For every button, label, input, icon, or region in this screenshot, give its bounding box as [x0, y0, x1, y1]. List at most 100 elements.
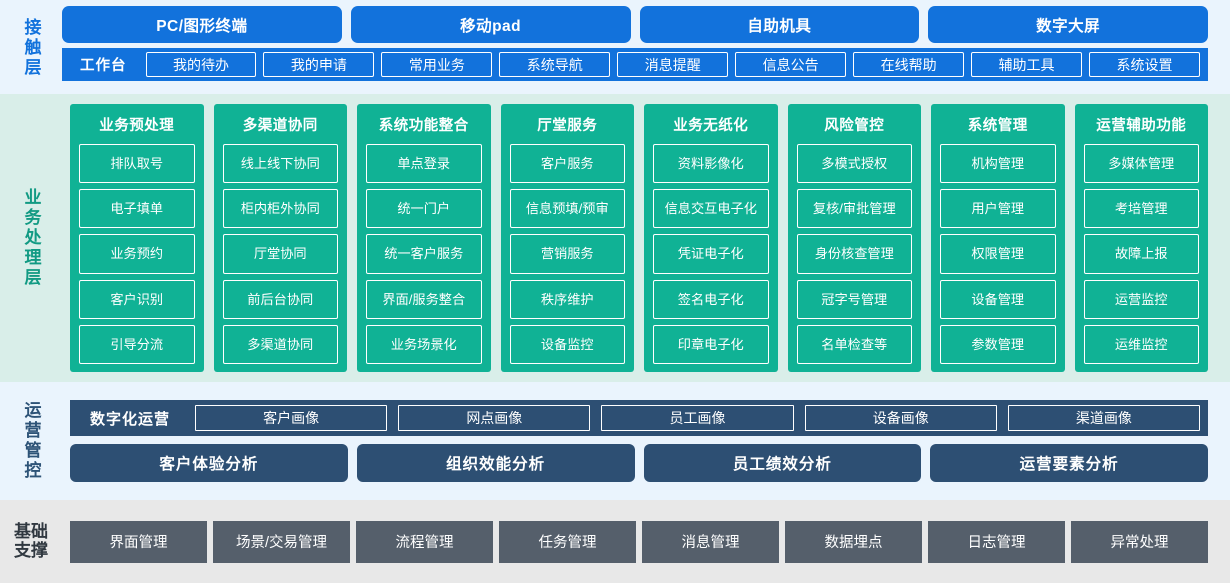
business-item[interactable]: 资料影像化: [653, 144, 769, 184]
business-item[interactable]: 引导分流: [79, 324, 195, 365]
layer-business-label: 业务处理层: [0, 100, 62, 376]
business-column-system-management: 系统管理 机构管理 用户管理 权限管理 设备管理 参数管理: [931, 104, 1065, 372]
foundation-card-scenario-transaction-management[interactable]: 场景/交易管理: [213, 520, 350, 563]
business-item[interactable]: 客户服务: [509, 144, 625, 184]
layer-contact-body: PC/图形终端 移动pad 自助机具 数字大屏 工作台 我的待办 我的申请 常用…: [62, 6, 1230, 90]
business-item[interactable]: 运营监控: [1083, 279, 1199, 319]
layer-foundation-label: 基础 支撑: [0, 506, 62, 577]
business-item[interactable]: 考培管理: [1083, 189, 1199, 229]
business-item[interactable]: 复核/审批管理: [796, 189, 912, 229]
layer-business: 业务处理层 业务预处理 排队取号 电子填单 业务预约 客户识别 引导分流 多渠道…: [0, 94, 1230, 382]
business-item[interactable]: 用户管理: [940, 189, 1056, 229]
business-item[interactable]: 柜内柜外协同: [222, 189, 338, 229]
business-column-paperless: 业务无纸化 资料影像化 信息交互电子化 凭证电子化 签名电子化 印章电子化: [644, 104, 778, 372]
business-column-risk-control: 风险管控 多模式授权 复核/审批管理 身份核查管理 冠字号管理 名单检查等: [787, 104, 921, 372]
analysis-card-organization-efficiency[interactable]: 组织效能分析: [356, 444, 635, 482]
business-item[interactable]: 身份核查管理: [796, 234, 912, 274]
channel-button-digital-screen[interactable]: 数字大屏: [928, 6, 1208, 43]
business-column-title: 业务预处理: [99, 118, 175, 134]
business-item[interactable]: 参数管理: [940, 324, 1056, 365]
layer-operations-body: 数字化运营 客户画像 网点画像 员工画像 设备画像 渠道画像 客户体验分析 组织…: [62, 388, 1230, 494]
foundation-card-task-management[interactable]: 任务管理: [499, 520, 636, 563]
ops-profile-channel[interactable]: 渠道画像: [1007, 405, 1201, 431]
layer-foundation-label-text: 基础 支撑: [14, 522, 48, 560]
analysis-card-employee-performance[interactable]: 员工绩效分析: [643, 444, 922, 482]
business-item[interactable]: 统一门户: [366, 189, 482, 229]
layer-contact: 接触层 PC/图形终端 移动pad 自助机具 数字大屏 工作台 我的待办 我的申…: [0, 0, 1230, 94]
business-item[interactable]: 机构管理: [940, 144, 1056, 184]
business-column-title: 运营辅助功能: [1096, 118, 1187, 134]
business-item[interactable]: 印章电子化: [653, 324, 769, 365]
nav-item-message-reminder[interactable]: 消息提醒: [617, 52, 729, 77]
business-item[interactable]: 线上线下协同: [222, 144, 338, 184]
analysis-card-customer-experience[interactable]: 客户体验分析: [70, 444, 348, 482]
business-item[interactable]: 业务场景化: [366, 324, 482, 365]
nav-item-announcement[interactable]: 信息公告: [735, 52, 847, 77]
business-column-title: 业务无纸化: [673, 118, 749, 134]
foundation-card-log-management[interactable]: 日志管理: [928, 520, 1065, 563]
channel-button-self-service[interactable]: 自助机具: [639, 6, 920, 43]
nav-item-my-application[interactable]: 我的申请: [263, 52, 375, 77]
nav-item-utilities[interactable]: 辅助工具: [971, 52, 1082, 77]
layer-operations-label: 运营管控: [0, 388, 62, 494]
layer-foundation-label-line2: 支撑: [14, 540, 48, 560]
nav-item-common-business[interactable]: 常用业务: [381, 52, 493, 77]
business-item[interactable]: 排队取号: [79, 144, 195, 184]
business-item[interactable]: 单点登录: [366, 144, 482, 184]
workbench-nav-bar: 工作台 我的待办 我的申请 常用业务 系统导航 消息提醒 信息公告 在线帮助 辅…: [62, 48, 1208, 81]
nav-item-my-todo[interactable]: 我的待办: [145, 52, 257, 77]
business-item[interactable]: 签名电子化: [653, 279, 769, 319]
business-item[interactable]: 凭证电子化: [653, 234, 769, 274]
ops-profile-employee[interactable]: 员工画像: [601, 405, 794, 431]
business-item[interactable]: 多媒体管理: [1083, 144, 1199, 184]
nav-item-system-settings[interactable]: 系统设置: [1089, 52, 1200, 77]
channel-button-pc[interactable]: PC/图形终端: [62, 6, 342, 43]
business-item[interactable]: 电子填单: [79, 189, 195, 229]
business-item[interactable]: 名单检查等: [796, 324, 912, 365]
business-item[interactable]: 多渠道协同: [222, 324, 338, 365]
layer-business-label-text: 业务处理层: [21, 188, 41, 288]
business-item[interactable]: 业务预约: [79, 234, 195, 274]
layer-business-body: 业务预处理 排队取号 电子填单 业务预约 客户识别 引导分流 多渠道协同 线上线…: [62, 100, 1230, 376]
ops-profile-device[interactable]: 设备画像: [804, 405, 997, 431]
nav-item-online-help[interactable]: 在线帮助: [853, 52, 965, 77]
business-item[interactable]: 故障上报: [1083, 234, 1199, 274]
analysis-card-operation-elements[interactable]: 运营要素分析: [930, 444, 1208, 482]
business-item[interactable]: 信息交互电子化: [653, 189, 769, 229]
foundation-card-row: 界面管理 场景/交易管理 流程管理 任务管理 消息管理 数据埋点 日志管理 异常…: [70, 520, 1208, 563]
business-item[interactable]: 权限管理: [940, 234, 1056, 274]
business-item[interactable]: 运维监控: [1083, 324, 1199, 365]
channel-button-mobile-pad[interactable]: 移动pad: [350, 6, 631, 43]
foundation-card-message-management[interactable]: 消息管理: [642, 520, 779, 563]
foundation-card-exception-handling[interactable]: 异常处理: [1071, 520, 1208, 563]
business-item[interactable]: 信息预填/预审: [509, 189, 625, 229]
ops-profile-customer[interactable]: 客户画像: [195, 405, 388, 431]
layer-contact-label-text: 接触层: [21, 18, 41, 78]
business-item[interactable]: 客户识别: [79, 279, 195, 319]
nav-item-system-navigation[interactable]: 系统导航: [499, 52, 611, 77]
business-column-title: 厅堂服务: [537, 118, 598, 134]
business-item[interactable]: 秩序维护: [509, 279, 625, 319]
business-item[interactable]: 界面/服务整合: [366, 279, 482, 319]
business-item[interactable]: 营销服务: [509, 234, 625, 274]
business-column-title: 风险管控: [824, 118, 885, 134]
business-item[interactable]: 厅堂协同: [222, 234, 338, 274]
business-item[interactable]: 前后台协同: [222, 279, 338, 319]
business-item[interactable]: 多模式授权: [796, 144, 912, 184]
layer-operations: 运营管控 数字化运营 客户画像 网点画像 员工画像 设备画像 渠道画像 客户体验…: [0, 382, 1230, 500]
layer-operations-label-text: 运营管控: [21, 401, 41, 481]
layer-contact-label: 接触层: [0, 6, 62, 90]
business-item[interactable]: 设备监控: [509, 324, 625, 365]
ops-profile-branch[interactable]: 网点画像: [398, 405, 591, 431]
business-item[interactable]: 设备管理: [940, 279, 1056, 319]
foundation-card-ui-management[interactable]: 界面管理: [70, 520, 207, 563]
layer-foundation-body: 界面管理 场景/交易管理 流程管理 任务管理 消息管理 数据埋点 日志管理 异常…: [62, 506, 1230, 577]
business-column-lobby-service: 厅堂服务 客户服务 信息预填/预审 营销服务 秩序维护 设备监控: [500, 104, 634, 372]
foundation-card-data-tracking[interactable]: 数据埋点: [785, 520, 922, 563]
business-column-title: 系统功能整合: [378, 118, 469, 134]
business-item[interactable]: 统一客户服务: [366, 234, 482, 274]
digital-operations-bar: 数字化运营 客户画像 网点画像 员工画像 设备画像 渠道画像: [70, 400, 1208, 436]
business-item[interactable]: 冠字号管理: [796, 279, 912, 319]
foundation-card-process-management[interactable]: 流程管理: [356, 520, 493, 563]
